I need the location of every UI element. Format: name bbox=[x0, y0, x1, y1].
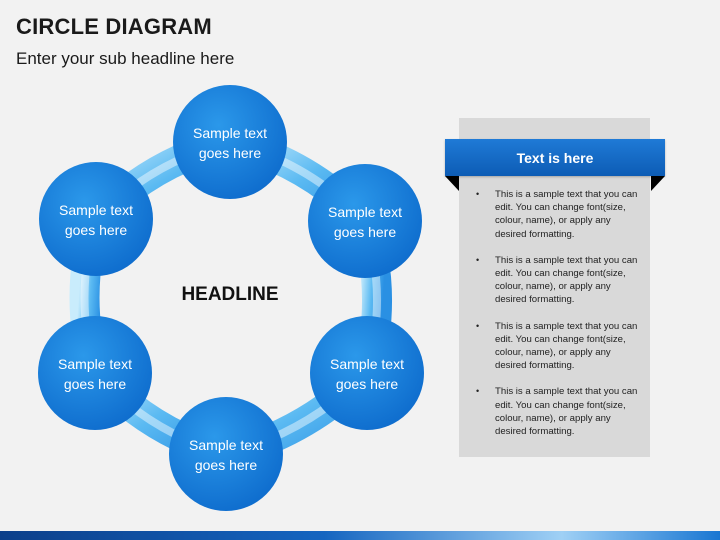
node-circle bbox=[39, 162, 153, 276]
bullet-text: This is a sample text that you can edit.… bbox=[495, 386, 638, 438]
diagram-node: Sample text goes here bbox=[308, 164, 422, 278]
node-circle bbox=[38, 316, 152, 430]
page-title: CIRCLE DIAGRAM bbox=[16, 14, 212, 39]
node-label-line1: Sample text bbox=[189, 437, 263, 453]
node-label-line1: Sample text bbox=[328, 204, 402, 220]
diagram-node: Sample text goes here bbox=[38, 316, 152, 430]
bullet-dot: • bbox=[476, 320, 480, 331]
center-headline: HEADLINE bbox=[181, 284, 278, 305]
bullet-dot: • bbox=[476, 254, 480, 265]
bullet-list: • This is a sample text that you can edit… bbox=[476, 188, 644, 451]
bullet-item: • This is a sample text that you can edit… bbox=[476, 188, 644, 241]
diagram-node: Sample text goes here bbox=[173, 85, 287, 199]
bullet-item: • This is a sample text that you can edit… bbox=[476, 254, 644, 307]
node-label-line2: goes here bbox=[195, 457, 257, 473]
node-label-line2: goes here bbox=[199, 145, 261, 161]
diagram-node: Sample text goes here bbox=[39, 162, 153, 276]
banner-fold-right bbox=[651, 176, 665, 191]
panel-banner: Text is here bbox=[445, 139, 665, 176]
panel-banner-text: Text is here bbox=[516, 149, 594, 166]
node-circle bbox=[310, 316, 424, 430]
node-label-line1: Sample text bbox=[193, 125, 267, 141]
bullet-item: • This is a sample text that you can edit… bbox=[476, 320, 644, 373]
node-label-line1: Sample text bbox=[59, 202, 133, 218]
diagram-node: Sample text goes here bbox=[310, 316, 424, 430]
page-subtitle: Enter your sub headline here bbox=[16, 49, 235, 68]
footer-bar bbox=[0, 531, 720, 540]
bullet-text: This is a sample text that you can edit.… bbox=[495, 189, 638, 240]
node-circle bbox=[169, 397, 283, 511]
bullet-dot: • bbox=[476, 386, 480, 397]
bullet-dot: • bbox=[476, 189, 480, 199]
node-label-line1: Sample text bbox=[330, 356, 404, 372]
node-label-line2: goes here bbox=[334, 224, 396, 240]
node-circle bbox=[173, 85, 287, 199]
node-label-line1: Sample text bbox=[58, 356, 132, 372]
diagram-node: Sample text goes here bbox=[169, 397, 283, 511]
node-label-line2: goes here bbox=[336, 376, 398, 392]
node-label-line2: goes here bbox=[64, 376, 126, 392]
bullet-item: • This is a sample text that you can edit… bbox=[476, 385, 644, 438]
node-circle bbox=[308, 164, 422, 278]
node-label-line2: goes here bbox=[65, 222, 127, 238]
bullet-text: This is a sample text that you can edit.… bbox=[495, 320, 638, 372]
banner-fold-left bbox=[445, 176, 459, 191]
bullet-text: This is a sample text that you can edit.… bbox=[495, 254, 638, 306]
